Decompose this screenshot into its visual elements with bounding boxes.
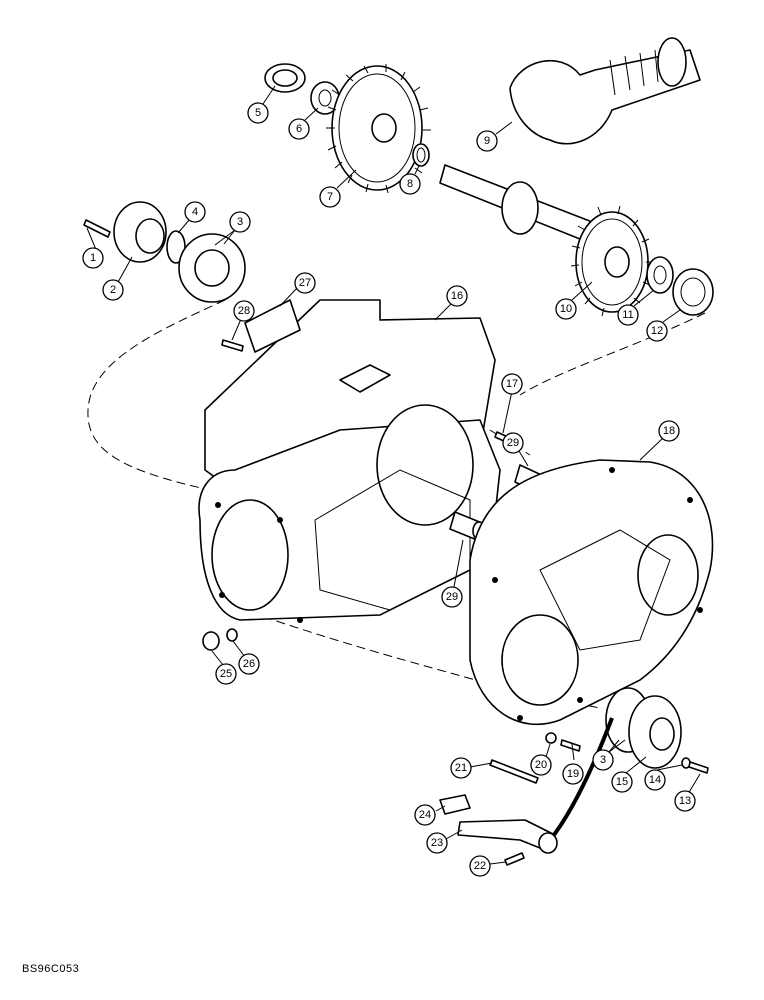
svg-text:2: 2 [110, 284, 116, 296]
callout-20: 20 [530, 754, 552, 776]
callout-11: 11 [617, 304, 639, 326]
callout-22: 22 [469, 855, 491, 877]
svg-text:13: 13 [679, 795, 691, 807]
shim-pack-3-left [178, 233, 246, 303]
gear-7 [326, 64, 431, 194]
o-ring-4 [166, 230, 186, 264]
bolt-22 [504, 852, 525, 866]
bolt-28 [221, 339, 244, 352]
svg-text:12: 12 [651, 325, 663, 337]
svg-text:20: 20 [535, 759, 547, 771]
svg-text:7: 7 [327, 191, 333, 203]
svg-text:14: 14 [649, 774, 661, 786]
pinion-shaft-9 [439, 37, 701, 246]
figure-code: BS96C053 [22, 963, 80, 975]
svg-text:29: 29 [446, 591, 458, 603]
callout-24: 24 [414, 804, 436, 826]
gasket-24 [439, 794, 471, 815]
callout-26: 26 [238, 653, 260, 675]
callout-14: 14 [644, 769, 666, 791]
svg-text:22: 22 [474, 860, 486, 872]
callout-25: 25 [215, 663, 237, 685]
svg-text:19: 19 [567, 768, 579, 780]
svg-text:9: 9 [484, 135, 490, 147]
plug-25 [202, 631, 220, 651]
cover-plate-27 [244, 299, 301, 353]
callout-29a: 29 [502, 432, 524, 454]
callout-2: 2 [102, 279, 124, 301]
leader-lines [86, 85, 701, 865]
bolt-1 [83, 219, 111, 238]
callout-27: 27 [294, 272, 316, 294]
snap-ring-8 [412, 143, 430, 167]
callout-15: 15 [611, 771, 633, 793]
bolt-19 [560, 739, 581, 752]
svg-text:8: 8 [407, 178, 413, 190]
svg-text:1: 1 [90, 252, 96, 264]
svg-text:5: 5 [255, 107, 261, 119]
callout-17: 17 [501, 373, 523, 395]
svg-text:10: 10 [560, 303, 572, 315]
pipe-hose [548, 717, 614, 842]
callout-4: 4 [184, 201, 206, 223]
callout-18: 18 [658, 420, 680, 442]
callout-16: 16 [446, 285, 468, 307]
svg-text:3: 3 [237, 216, 243, 228]
callout-21: 21 [450, 757, 472, 779]
svg-text:25: 25 [220, 668, 232, 680]
svg-text:23: 23 [431, 837, 443, 849]
callout-19: 19 [562, 763, 584, 785]
svg-text:16: 16 [451, 290, 463, 302]
svg-text:28: 28 [238, 305, 250, 317]
svg-text:18: 18 [663, 425, 675, 437]
callout-12: 12 [646, 320, 668, 342]
callout-28: 28 [233, 300, 255, 322]
seal-5 [264, 63, 306, 93]
svg-text:24: 24 [419, 809, 431, 821]
cover-15 [628, 695, 682, 769]
bearing-cone-11 [646, 256, 674, 294]
svg-text:3: 3 [600, 754, 606, 766]
cover-2 [113, 201, 167, 263]
callout-23: 23 [426, 832, 448, 854]
svg-text:6: 6 [296, 123, 302, 135]
callout-1: 1 [82, 247, 104, 269]
callout-6: 6 [288, 118, 310, 140]
svg-text:17: 17 [506, 378, 518, 390]
callout-7: 7 [319, 186, 341, 208]
callout-3a: 3 [229, 211, 251, 233]
bearing-cup-12 [672, 268, 714, 316]
gear-10 [570, 205, 654, 317]
svg-text:26: 26 [243, 658, 255, 670]
callout-13: 13 [674, 790, 696, 812]
svg-text:11: 11 [622, 309, 633, 321]
svg-text:29: 29 [507, 437, 519, 449]
tube-23 [457, 819, 558, 854]
o-ring-26 [226, 628, 238, 642]
washer-20 [545, 732, 557, 744]
svg-text:27: 27 [299, 277, 311, 289]
svg-text:4: 4 [192, 206, 198, 218]
cover-housing-18 [469, 459, 714, 726]
callout-3b: 3 [592, 749, 614, 771]
housing-16 [198, 299, 501, 623]
bolt-13 [688, 761, 709, 774]
svg-text:15: 15 [616, 776, 628, 788]
callout-5: 5 [247, 102, 269, 124]
callout-8: 8 [399, 173, 421, 195]
callout-29b: 29 [441, 586, 463, 608]
callout-9: 9 [476, 130, 498, 152]
svg-text:21: 21 [455, 762, 467, 774]
callout-10: 10 [555, 298, 577, 320]
